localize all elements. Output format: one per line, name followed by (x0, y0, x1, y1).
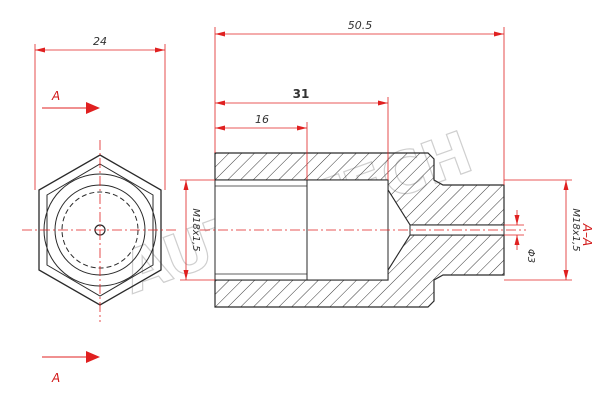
dim-50-5-label: 50.5 (348, 19, 373, 32)
dim-thread-left-label: M18x1,5 (190, 208, 201, 251)
dim-16-label: 16 (255, 113, 269, 126)
dim-thread-left-arrow-top (183, 180, 189, 190)
section-label: A–A (580, 223, 594, 246)
hex-inner-outline (46, 163, 154, 297)
dim-24-arrow-right (155, 47, 165, 53)
dim-31-arrow-right (378, 100, 388, 106)
dim-thread-left-arrow-bottom (183, 270, 189, 280)
section-mark-top: A (51, 89, 60, 103)
section-arrow-top-head (86, 102, 100, 114)
section-mark-bottom: A (51, 371, 60, 385)
dim-50-5-arrow-left (215, 31, 225, 37)
dim-orifice-arrow-bottom (514, 235, 520, 245)
dim-24-arrow-left (35, 47, 45, 53)
dim-thread-right-label: M18x1,5 (570, 208, 581, 251)
section-view: 50.5 31 16 M18x1,5 M18x1,5 Φ3 (180, 19, 594, 308)
section-arrow-bottom-head (86, 351, 100, 363)
dim-50-5-arrow-right (494, 31, 504, 37)
dim-31-label: 31 (293, 87, 310, 101)
dim-24-label: 24 (93, 35, 107, 48)
dim-16-arrow-right (297, 125, 307, 131)
dim-orifice-arrow-top (514, 215, 520, 225)
dim-thread-right-arrow-bottom (563, 270, 569, 280)
dim-orifice-label: Φ3 (525, 249, 536, 263)
hex-end-view: 24 A A (22, 35, 178, 385)
dim-thread-right-arrow-top (563, 180, 569, 190)
dim-31-arrow-left (215, 100, 225, 106)
dim-16-arrow-left (215, 125, 225, 131)
